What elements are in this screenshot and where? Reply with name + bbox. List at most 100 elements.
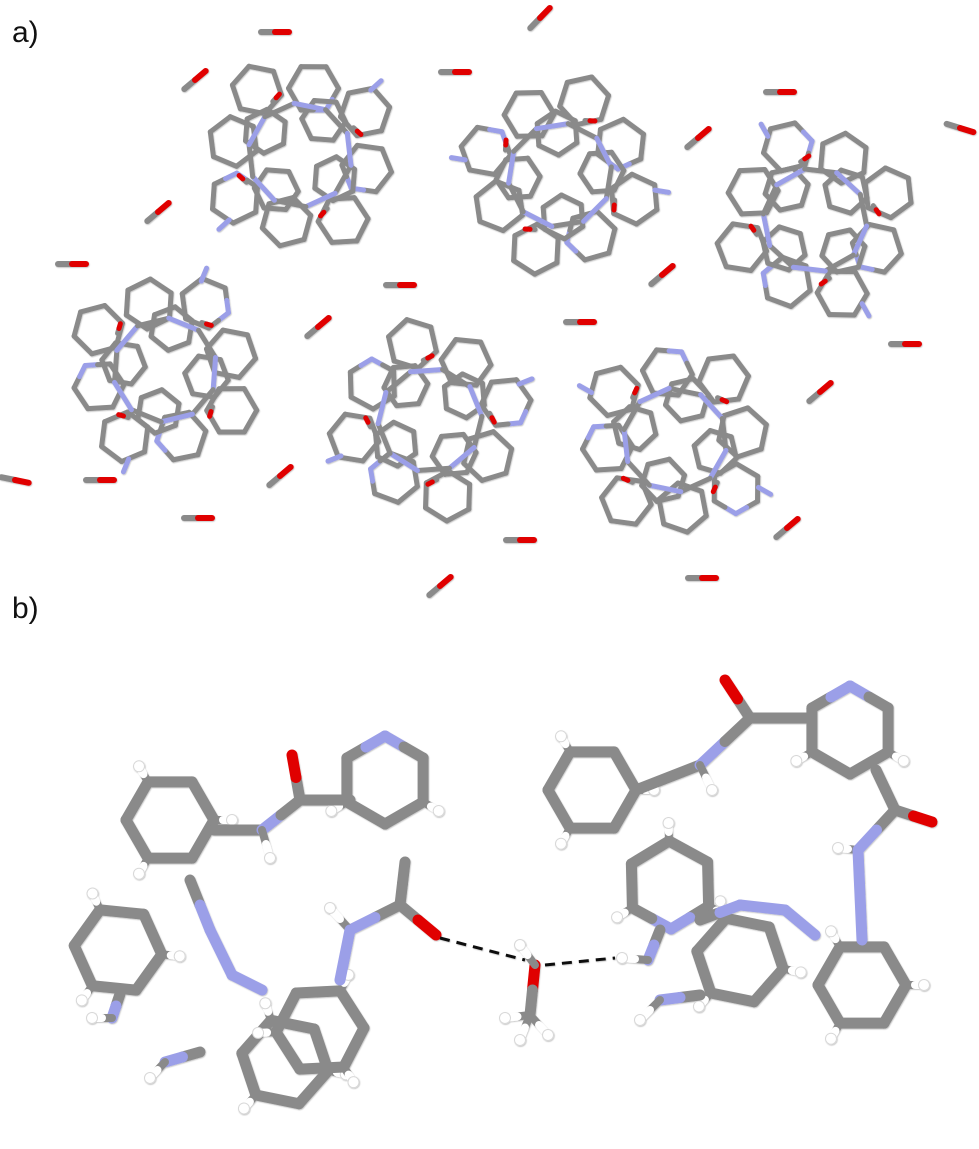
bond [408,367,446,375]
bond [370,85,393,110]
hydrogen-atom [542,1029,554,1041]
bond [315,314,332,330]
bond [767,243,796,270]
bond [318,209,327,219]
bond [678,413,705,424]
bond [633,207,660,227]
bond [229,82,243,112]
bond [172,304,195,324]
bond [236,1047,262,1101]
bond [71,333,95,357]
bond [207,114,233,135]
macrocycle [448,74,672,277]
hydrogen-atom [611,911,624,924]
hydrogen-atom [325,805,338,817]
hydrogen-atom [706,784,718,796]
bond [645,456,672,467]
hydrogen-bond [439,936,526,962]
bond [506,180,526,215]
bond [461,460,485,483]
bond [114,323,141,353]
bond [638,131,646,162]
bond [412,914,442,941]
bond [621,399,643,433]
solvent-molecule [684,125,712,151]
bond [448,155,468,163]
bond [587,149,615,157]
bond [719,397,730,405]
benzene-ring [812,941,912,1029]
bond [593,466,624,473]
bond [142,424,151,455]
benzene-ring [341,730,429,830]
bond [859,174,870,201]
bond [603,164,614,202]
bond [291,100,329,113]
bond [597,116,626,132]
bond [159,387,182,407]
bond [764,295,794,309]
bond [71,309,84,339]
bond [493,157,509,183]
bond [158,411,195,425]
bond [270,68,284,98]
bond [806,746,856,780]
bond [326,411,348,437]
bond [196,327,218,361]
bond [534,108,558,126]
bond [438,337,459,363]
bond [348,394,376,412]
bond [373,432,381,460]
hydrogen-atom [86,887,99,900]
bond [516,376,535,387]
benzene-ring [251,167,301,213]
bond [733,461,761,479]
benzene-ring [299,97,349,143]
bond [632,385,640,396]
bond [464,449,479,475]
bond [891,227,904,257]
bond [416,381,431,407]
bond [779,904,821,941]
bond [411,428,419,456]
bond [501,112,520,139]
benzene-ring [423,468,473,524]
panel-b-dimer-structure [68,674,938,1115]
solvent-molecule [304,314,332,340]
bond [587,395,610,418]
bond [549,218,587,229]
bond [314,154,339,169]
bond [119,449,148,465]
bond [589,187,617,195]
bond [326,431,341,460]
bond [246,142,256,180]
bond [283,188,301,213]
bond [817,379,834,395]
bond [489,415,497,425]
benzene-ring [148,304,195,353]
benzene-ring [691,912,789,1008]
hydrogen-atom [918,979,930,991]
methanol-bridge [439,936,616,1046]
bond [217,357,231,383]
bond [277,463,294,479]
bond [441,384,449,412]
bond [195,428,209,458]
bond [229,63,252,88]
bond [442,469,470,477]
bond [323,64,342,91]
bond [639,367,656,396]
bond [488,377,519,385]
bond [458,124,480,149]
benzene-ring [154,409,209,463]
benzene-ring [760,224,808,273]
bond [611,167,627,193]
benzene-ring [542,746,642,834]
bond [882,165,911,181]
bond [695,125,712,141]
bond [323,107,350,136]
bond [663,402,684,424]
bond [271,197,309,210]
bond [768,120,798,132]
